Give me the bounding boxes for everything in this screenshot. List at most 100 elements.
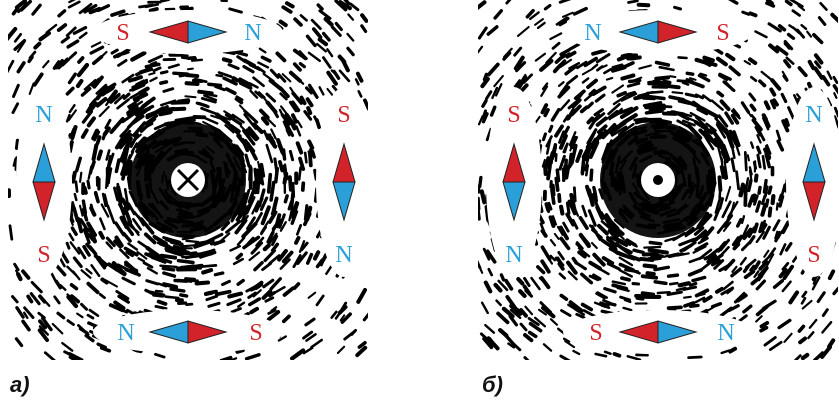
filing-dash: [224, 124, 235, 134]
filing-dash: [137, 240, 155, 253]
filing-dash: [238, 81, 253, 90]
filing-dash: [654, 60, 671, 67]
pole-label: S: [716, 20, 729, 46]
filing-dash: [530, 276, 541, 291]
filing-dash: [489, 105, 497, 117]
filing-dash: [539, 222, 546, 233]
filing-dash: [746, 178, 753, 193]
filing-dash: [557, 85, 571, 99]
filing-dash: [692, 245, 707, 254]
filing-dash: [513, 46, 523, 57]
filing-dash: [761, 113, 771, 129]
filing-dash: [82, 244, 91, 257]
filing-dash: [507, 342, 516, 349]
pole-label: N: [244, 20, 261, 46]
filing-dash: [756, 134, 762, 144]
filing-dash: [509, 308, 522, 319]
filing-dash: [482, 247, 491, 261]
filing-dash: [270, 136, 276, 145]
filing-dash: [270, 206, 277, 216]
filing-dash: [513, 55, 525, 71]
filing-dash: [297, 166, 302, 181]
needle-half: [187, 320, 228, 344]
filing-dash: [682, 241, 697, 252]
filing-dash: [300, 241, 309, 252]
filing-dash: [830, 12, 838, 24]
filing-dash: [176, 258, 195, 265]
filing-dash: [252, 122, 264, 135]
needle-half: [802, 181, 826, 222]
filing-dash: [310, 18, 322, 31]
filing-dash: [104, 279, 118, 288]
filing-dash: [282, 175, 288, 185]
filing-dash: [478, 266, 484, 274]
filing-dash: [763, 100, 771, 111]
filing-dash: [293, 17, 303, 27]
filing-dash: [541, 132, 547, 142]
filing-dash: [697, 236, 709, 245]
filing-dash: [552, 63, 563, 74]
filing-dash: [229, 244, 242, 252]
filing-dash: [722, 221, 732, 232]
filing-dash: [101, 192, 107, 208]
filing-dash: [609, 109, 624, 119]
filing-dash: [281, 73, 292, 83]
filing-dash: [321, 56, 332, 69]
filing-dash: [620, 276, 631, 282]
filing-dash: [693, 226, 705, 236]
filing-dash: [610, 125, 628, 137]
filing-dash: [78, 327, 89, 335]
filing-dash: [513, 79, 522, 89]
filing-dash: [154, 304, 165, 310]
filing-dash: [127, 219, 140, 237]
filing-dash: [541, 305, 556, 319]
filing-dash: [350, 328, 358, 336]
filing-dash: [127, 99, 140, 108]
filing-dash: [362, 312, 368, 322]
filing-dash: [89, 203, 95, 215]
filing-dash: [688, 79, 705, 89]
filing-dash: [270, 306, 278, 312]
filing-dash: [68, 0, 76, 4]
filing-dash: [340, 312, 352, 324]
filing-dash: [763, 336, 777, 347]
filing-dash: [767, 22, 782, 33]
filing-dash: [254, 197, 264, 213]
filing-dash: [719, 165, 725, 180]
filing-dash: [277, 249, 288, 262]
filing-dash: [95, 97, 108, 108]
filing-dash: [28, 50, 37, 60]
filing-dash: [558, 154, 566, 171]
filing-dash: [135, 136, 147, 149]
filing-dash: [666, 305, 683, 310]
filing-dash: [147, 54, 164, 64]
filing-dash: [295, 224, 303, 236]
filing-dash: [141, 96, 156, 109]
filing-dash: [33, 41, 42, 50]
filing-dash: [221, 279, 231, 287]
filing-dash: [312, 250, 321, 261]
filing-dash: [360, 13, 368, 23]
filing-dash: [78, 171, 83, 183]
filing-dash: [162, 282, 179, 289]
filing-dash: [562, 114, 570, 123]
filing-dash: [85, 242, 94, 252]
filing-dash: [70, 125, 78, 141]
filing-dash: [728, 65, 741, 77]
filing-dash: [41, 316, 53, 332]
filing-dash: [298, 50, 308, 60]
filing-dash: [67, 352, 84, 360]
filing-dash: [784, 0, 793, 7]
filing-dash: [667, 84, 681, 90]
filing-dash: [556, 225, 564, 236]
filing-dash: [691, 275, 707, 283]
panel-label-b: б): [482, 372, 503, 397]
filing-dash: [717, 114, 729, 128]
filing-dash: [118, 204, 127, 223]
filing-dash: [269, 277, 282, 291]
filing-dash: [592, 185, 598, 200]
filing-dash: [234, 97, 244, 105]
filing-dash: [595, 292, 606, 300]
filing-dash: [43, 351, 56, 360]
